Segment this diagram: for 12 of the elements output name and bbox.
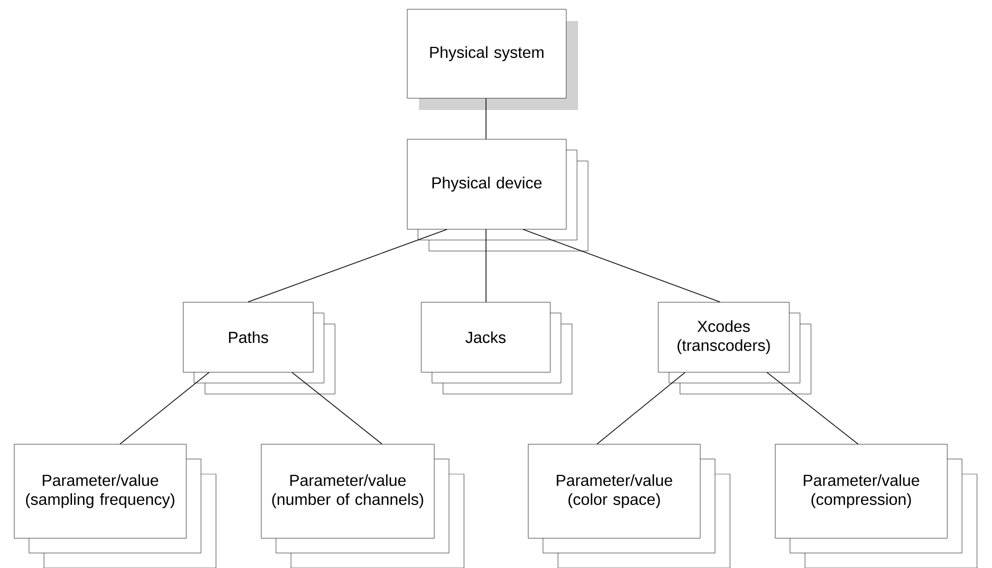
stacked-box: Parameter/value (sampling frequency)	[14, 444, 216, 568]
stacked-box: Parameter/value (color space)	[528, 444, 730, 568]
shadowed-box: Physical system	[407, 9, 578, 110]
stacked-box: Physical device	[407, 139, 588, 252]
connector-line	[766, 372, 858, 444]
stacked-box: Jacks	[421, 302, 572, 394]
connector-line	[522, 229, 720, 302]
stacked-box: Parameter/value (number of channels)	[261, 444, 464, 568]
stacked-box: Paths	[183, 302, 336, 394]
connector-line	[292, 372, 382, 444]
stacked-box: Parameter/value (compression)	[775, 444, 978, 568]
stacked-box: Xcodes (transcoders)	[658, 302, 812, 394]
